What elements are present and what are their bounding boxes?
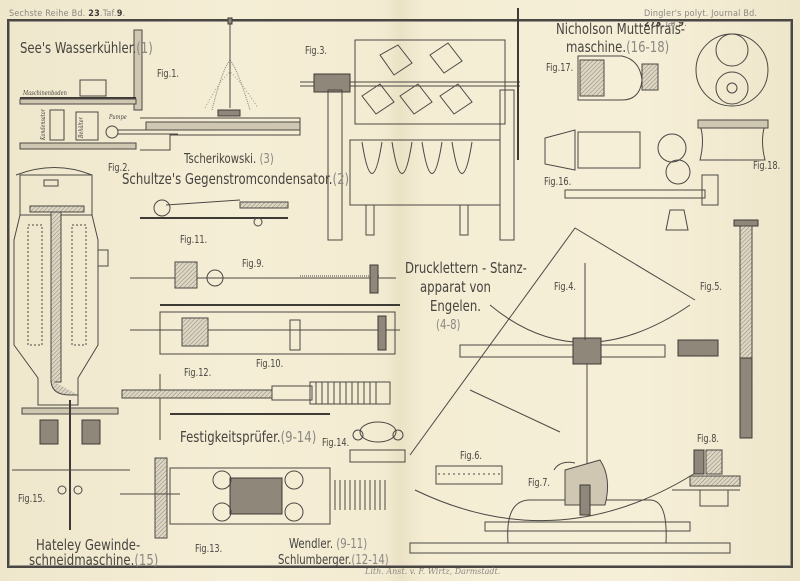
fig12-label: Fig.12.	[184, 367, 212, 379]
title-festigkeit: Festigkeitsprüfer.(9-14)	[180, 428, 316, 446]
label-kondensator: Kondensator	[40, 109, 47, 140]
fig11-label: Fig.11.	[180, 234, 208, 246]
title-drucklettern-line2: apparat von	[420, 278, 491, 296]
title-drucklettern-name-1: Drucklettern - Stanz-	[405, 259, 527, 277]
title-wasserkuehler-ref: (1)	[136, 39, 153, 57]
title-hateley-ref: (15)	[134, 551, 159, 569]
fig17-drawing	[577, 55, 659, 101]
header-left-taf: 9	[116, 9, 123, 19]
fig18-label: Fig.18.	[753, 160, 781, 172]
title-hateley-name-2: schneidmaschine.	[29, 551, 135, 569]
title-schlumberger-ref: (12-14)	[351, 553, 389, 568]
header-left-prefix: Sechste Reihe Bd.	[9, 9, 86, 19]
plate-frame	[7, 19, 793, 568]
fig1-drawing	[19, 17, 301, 151]
title-schultze: Schultze's Gegenstromcondensator.(2)	[122, 170, 349, 188]
fig1-label: Fig.1.	[157, 68, 180, 80]
fig2-drawing	[13, 167, 109, 406]
title-tscherikowski-name: Tscherikowski.	[184, 152, 257, 167]
fig9-drawing	[130, 261, 400, 306]
fig9-label: Fig.9.	[242, 258, 265, 270]
title-schlumberger-name: Schlumberger.	[278, 553, 352, 568]
fig5-drawing	[677, 219, 759, 439]
header-left: Sechste Reihe Bd. 23.Taf.9.	[9, 9, 126, 19]
fig5-label: Fig.5.	[700, 281, 723, 293]
title-nicholson-name-2: maschine.	[566, 38, 627, 56]
fig14-drawing	[349, 421, 406, 463]
fig10-drawing	[130, 311, 400, 355]
title-drucklettern-ref-text: (4-8)	[436, 318, 461, 333]
title-hateley-name-1: Hateley Gewinde-	[36, 536, 141, 554]
label-behaelter: Behälter	[78, 117, 85, 138]
title-schultze-name: Schultze's Gegenstromcondensator.	[122, 170, 333, 188]
title-wendler-ref: (9-11)	[336, 537, 368, 552]
header-right-taf-prefix: Taf.	[664, 19, 679, 29]
title-drucklettern-name-3: Engelen.	[430, 297, 482, 315]
title-nicholson-line2: maschine.(16-18)	[566, 38, 669, 56]
fig15-drawing	[12, 400, 130, 530]
fig4-label: Fig.4.	[554, 281, 577, 293]
title-nicholson-name-1: Nicholson Mutterfrais-	[556, 20, 686, 38]
header-right-taf: 9	[678, 19, 685, 29]
fig8-label: Fig.8.	[697, 433, 720, 445]
header-left-taf-prefix: Taf.	[102, 9, 117, 19]
fig2-label: Fig.2.	[108, 162, 131, 174]
label-pumpe: Pumpe	[109, 113, 127, 121]
fig13-drawing	[120, 457, 386, 539]
fig3-drawing	[300, 8, 520, 241]
header-right-volume: 273	[644, 19, 662, 29]
title-hateley-line1: Hateley Gewinde-	[36, 536, 140, 554]
fig4-drawing	[409, 227, 701, 522]
fig17-label: Fig.17.	[546, 62, 574, 74]
lithographer-credit: Lith. Anst. v. F. Wirtz, Darmstadt.	[365, 567, 501, 576]
fig6-drawing	[435, 465, 503, 485]
header-right-prefix: Dingler's polyt. Journal Bd.	[644, 9, 758, 19]
fig8-drawing	[672, 449, 741, 507]
fig14-label: Fig.14.	[322, 437, 350, 449]
label-maschinenboden: Maschinenboden	[23, 89, 67, 97]
title-festigkeit-ref: (9-14)	[280, 428, 317, 446]
fig7-drawing	[409, 459, 731, 554]
fig15-label: Fig.15.	[18, 493, 46, 505]
header-right: Dingler's polyt. Journal Bd. 273,Taf.9.	[644, 9, 758, 29]
title-wasserkuehler-name: See's Wasserkühler.	[20, 39, 137, 57]
title-drucklettern-name-2: apparat von	[420, 278, 491, 296]
fig10-label: Fig.10.	[256, 358, 284, 370]
title-hateley-line2: schneidmaschine.(15)	[29, 551, 158, 569]
fig16-drawing	[544, 129, 719, 231]
title-tscherikowski: Tscherikowski. (3)	[184, 152, 274, 167]
fig12-drawing	[121, 374, 391, 440]
fig13-label: Fig.13.	[195, 543, 223, 555]
header-left-volume: 23	[88, 9, 100, 19]
fig16-label: Fig.16.	[544, 176, 572, 188]
title-drucklettern-ref: (4-8)	[436, 318, 460, 333]
title-schultze-ref: (2)	[332, 170, 350, 188]
title-wendler: Wendler. (9-11)	[289, 537, 367, 552]
title-tscherikowski-ref: (3)	[259, 152, 274, 167]
title-wendler-name: Wendler.	[289, 537, 334, 552]
title-festigkeit-name: Festigkeitsprüfer.	[180, 428, 281, 446]
title-wasserkuehler: See's Wasserkühler.(1)	[20, 39, 153, 57]
fig3-label: Fig.3.	[305, 45, 328, 57]
fig18-drawing	[695, 33, 769, 161]
title-drucklettern-line1: Drucklettern - Stanz-	[405, 259, 527, 277]
fig6-label: Fig.6.	[460, 450, 483, 462]
title-nicholson-ref: (16-18)	[626, 38, 670, 56]
title-schlumberger: Schlumberger.(12-14)	[278, 553, 389, 568]
fig7-label: Fig.7.	[528, 477, 551, 489]
title-nicholson-line1: Nicholson Mutterfrais-	[556, 20, 685, 38]
fig11-drawing	[140, 199, 289, 227]
title-drucklettern-line3: Engelen.	[430, 297, 481, 315]
